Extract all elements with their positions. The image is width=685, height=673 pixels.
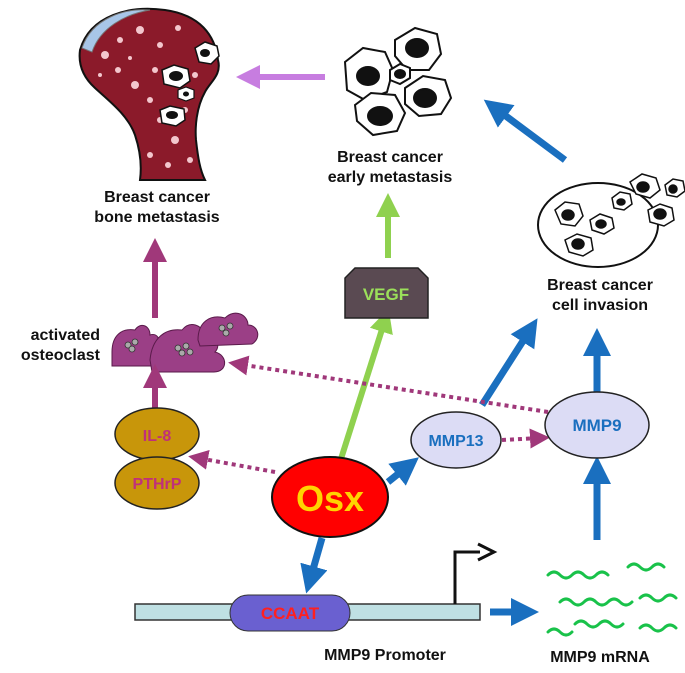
bone-trabecular-texture bbox=[98, 25, 198, 168]
early-metastasis-line-2: early metastasis bbox=[327, 169, 453, 186]
activated-osteoclast-line-2: osteoclast bbox=[20, 347, 100, 364]
il8-node: IL-8 bbox=[114, 407, 200, 461]
pthrp-node: PTHrP bbox=[114, 456, 200, 510]
osx-to-ccaat-arrow bbox=[300, 537, 328, 594]
osx-to-pthrp-dotted-arrow bbox=[188, 449, 276, 474]
bone-shape bbox=[78, 7, 220, 181]
mmp9-label: MMP9 bbox=[572, 416, 621, 435]
bone-tumor-cells bbox=[159, 41, 220, 127]
invasion-to-metastasis-arrow bbox=[483, 99, 568, 163]
bone-metastasis-line-2: bone metastasis bbox=[94, 209, 220, 226]
mmp13-to-mmp9-dotted-arrow bbox=[501, 428, 550, 449]
bone-cartilage bbox=[81, 9, 151, 53]
osx-to-mmp13-arrow bbox=[385, 457, 419, 486]
pthrp-label: PTHrP bbox=[133, 476, 182, 493]
mrna-squiggles bbox=[546, 562, 678, 637]
bone-illustration bbox=[78, 7, 220, 181]
activated-osteoclast-line-1: activated bbox=[30, 327, 100, 344]
ccaat-node: CCAAT bbox=[229, 594, 351, 632]
mmp13-node: MMP13 bbox=[410, 411, 502, 469]
cell-invasion-line-2: cell invasion bbox=[551, 297, 649, 314]
osx-node: Osx bbox=[271, 456, 389, 538]
transcription-start-bent-arrow bbox=[453, 550, 480, 604]
bone-metastasis-label: Breast cancer bone metastasis bbox=[82, 188, 232, 228]
vegf-node: VEGF bbox=[344, 267, 429, 319]
ccaat-label: CCAAT bbox=[261, 604, 320, 623]
vegf-label: VEGF bbox=[363, 285, 409, 304]
osx-to-vegf-arrow bbox=[337, 308, 393, 463]
activated-osteoclast-cells bbox=[111, 312, 259, 373]
invasion-cells bbox=[537, 173, 685, 268]
early-metastasis-line-1: Breast cancer bbox=[337, 149, 443, 166]
bone-metastasis-line-1: Breast cancer bbox=[104, 189, 210, 206]
early-metastasis-label: Breast cancer early metastasis bbox=[310, 148, 470, 188]
osx-label: Osx bbox=[296, 478, 364, 519]
cell-invasion-line-1: Breast cancer bbox=[547, 277, 653, 294]
mmp13-label: MMP13 bbox=[428, 433, 483, 450]
mmp9-promoter-label: MMP9 Promoter bbox=[324, 647, 446, 664]
metastasis-cell-cluster bbox=[343, 26, 453, 137]
cell-invasion-label: Breast cancer cell invasion bbox=[525, 276, 675, 316]
mmp13-to-invasion-arrow bbox=[479, 318, 538, 407]
activated-osteoclast-label: activated osteoclast bbox=[0, 326, 100, 366]
mmp9-node: MMP9 bbox=[544, 391, 650, 459]
il8-label: IL-8 bbox=[143, 428, 172, 445]
mmp9-mrna-label: MMP9 mRNA bbox=[550, 649, 650, 666]
transcription-start-arrowhead bbox=[477, 542, 498, 562]
